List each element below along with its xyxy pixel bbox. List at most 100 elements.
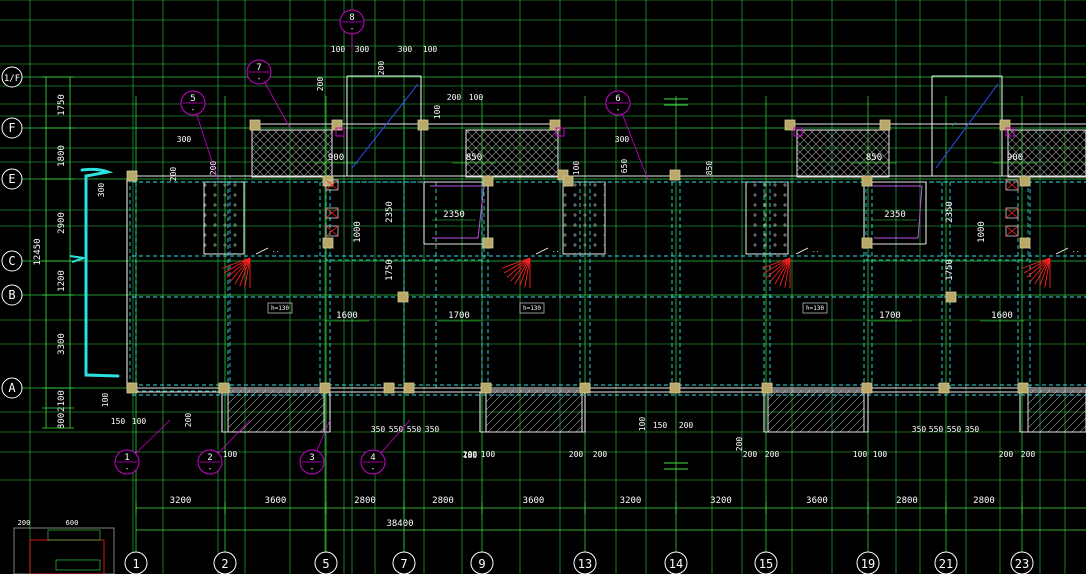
column: [861, 237, 873, 249]
column-axis-bubble: [573, 551, 597, 574]
stair-tread: [524, 257, 531, 288]
hatched-balcony: [796, 129, 890, 178]
stair-arrow: [255, 247, 269, 255]
row-axis-label: 1/F: [4, 74, 20, 84]
dim-room: 2350: [945, 201, 955, 223]
dim-small: 850: [705, 161, 714, 176]
dashed-beams: [129, 175, 1086, 396]
dim-room: 1750: [385, 259, 395, 281]
stair-tread: [503, 257, 531, 274]
dim-left: 1800: [57, 145, 67, 167]
dim-small: 100: [423, 45, 438, 54]
beam-box: [325, 181, 485, 261]
column: [482, 175, 494, 187]
column-axis-bubble: [124, 551, 148, 574]
callout-number: 2: [207, 453, 212, 463]
dim-small: 350: [912, 425, 927, 434]
row-axis-label: F: [8, 121, 15, 135]
dim-small: 200: [377, 61, 386, 76]
stair-tread: [1039, 257, 1051, 287]
stair-tread: [226, 257, 251, 278]
dim-room: 2350: [884, 210, 906, 220]
dim-small: 650: [620, 159, 629, 174]
stair-tread: [779, 257, 791, 287]
inset-dim: 200: [18, 519, 31, 527]
dim-small: 200: [463, 450, 478, 459]
dim-left: 3300: [57, 333, 67, 355]
dim-left: 2100: [57, 390, 67, 412]
dim-small: 100: [853, 450, 868, 459]
stair-tread: [1026, 257, 1051, 278]
callout-number: 3: [309, 453, 314, 463]
duct-box: [1005, 179, 1019, 191]
duct-x: [325, 179, 339, 191]
stair-tread: [774, 257, 791, 285]
column: [397, 291, 409, 303]
callout-box: [335, 127, 345, 137]
slab-tag: h=130: [806, 305, 824, 312]
duct-mark: ~: [949, 119, 961, 130]
callout-number: 5: [190, 94, 195, 104]
dim-room: 900: [328, 153, 344, 163]
stair-tread: [1044, 257, 1051, 288]
column: [562, 175, 574, 187]
dim-bottom: 3200: [620, 496, 642, 506]
dim-room: 850: [866, 153, 882, 163]
duct-x: [325, 207, 339, 219]
dim-small: 200: [447, 93, 462, 102]
column-axis-bubble: [1010, 551, 1034, 574]
stair-tread: [761, 257, 791, 269]
shaft-fill: [745, 181, 789, 255]
duct-x: [1005, 225, 1019, 237]
dim-small: 200: [743, 450, 758, 459]
shaft-fill: [562, 181, 606, 255]
duct-x: [1005, 207, 1019, 219]
stair-tread: [510, 257, 531, 282]
duct-x: [325, 225, 339, 237]
dim-small: 200: [316, 77, 325, 92]
stair-tread: [223, 257, 251, 274]
column-axis-bubble: [314, 551, 338, 574]
column: [417, 119, 429, 131]
column-axis-bubble: [754, 551, 778, 574]
column: [879, 119, 891, 131]
dim-small: 550: [389, 425, 404, 434]
room-outline: [870, 185, 923, 239]
column: [331, 119, 343, 131]
callout-box: [555, 127, 565, 137]
column-axis-bubble: [664, 551, 688, 574]
duct-diagonal: [935, 83, 999, 169]
column-axis-label: 21: [939, 557, 953, 571]
dim-room: 1600: [336, 311, 358, 321]
dim-small: 200: [169, 167, 178, 182]
row-axis-bubble: [1, 250, 23, 272]
column: [1017, 382, 1029, 394]
hatched-terrace: [767, 389, 865, 433]
dim-small: 100: [638, 417, 647, 432]
column: [549, 119, 561, 131]
dim-total-bottom: 38400: [386, 519, 413, 529]
dim-small: 100: [331, 45, 346, 54]
callout-number: 7: [256, 63, 261, 73]
dim-small: 200: [999, 450, 1014, 459]
dim-room: 1000: [353, 221, 363, 243]
dim-small: 100: [572, 161, 581, 176]
beam-box: [865, 181, 1029, 261]
dim-left: 2900: [57, 212, 67, 234]
column: [669, 382, 681, 394]
column-axis-label: 9: [478, 557, 485, 571]
hatched-terrace: [227, 389, 325, 433]
column: [383, 382, 395, 394]
dim-bottom: 3600: [523, 496, 545, 506]
dim-left: 800: [57, 413, 67, 429]
dim-room: 1600: [991, 311, 1013, 321]
room-outline: [430, 185, 485, 239]
dim-small: 180: [463, 451, 478, 460]
dim-bottom: 3200: [710, 496, 732, 506]
column: [126, 170, 138, 182]
callout-sub: -: [125, 464, 130, 473]
duct-mark: ~: [367, 125, 379, 136]
dim-room: 900: [1007, 153, 1023, 163]
dim-small: 350: [425, 425, 440, 434]
